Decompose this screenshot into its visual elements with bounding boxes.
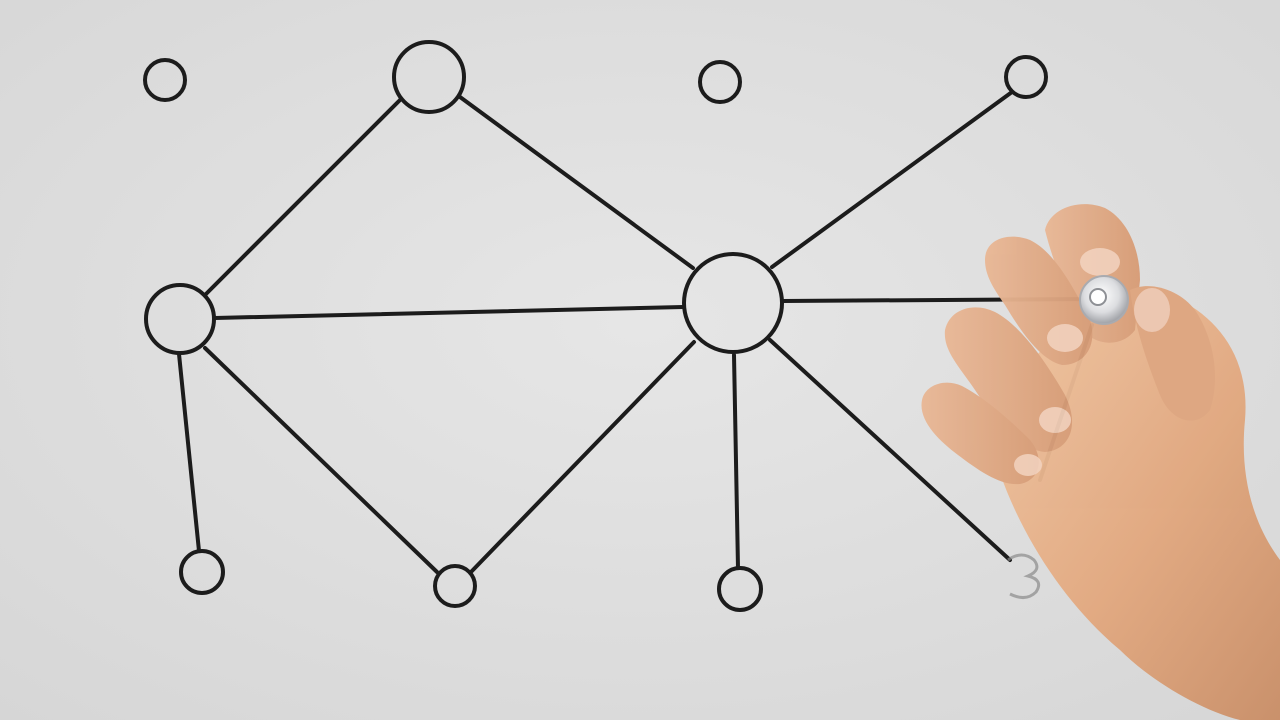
node-bottom-4-partial — [1007, 553, 1041, 599]
node-top-center-right — [698, 60, 742, 104]
edge — [177, 352, 201, 553]
edge — [768, 338, 1012, 562]
node-top-left — [143, 58, 187, 102]
node-mid-center — [682, 252, 784, 354]
fingernail — [1080, 248, 1120, 276]
edge — [203, 346, 439, 574]
node-bottom-1 — [179, 549, 225, 595]
thumbnail — [1134, 288, 1170, 332]
node-mid-left — [144, 283, 216, 355]
node-top-right — [1004, 55, 1048, 99]
edge — [203, 98, 402, 297]
node-bottom-2 — [433, 564, 477, 608]
edge — [732, 353, 740, 570]
finger-little — [921, 382, 1039, 485]
edge — [213, 305, 685, 320]
edge — [469, 340, 696, 574]
edge — [770, 90, 1014, 269]
fingernail — [1014, 454, 1042, 476]
edge — [458, 95, 695, 270]
node-top-center-left — [392, 40, 466, 114]
fingernail — [1047, 324, 1083, 352]
network-nodes — [143, 40, 1048, 612]
node-bottom-3 — [717, 566, 763, 612]
fingernail — [1039, 407, 1071, 433]
marker — [1079, 275, 1129, 325]
marker-tip — [1089, 288, 1107, 306]
